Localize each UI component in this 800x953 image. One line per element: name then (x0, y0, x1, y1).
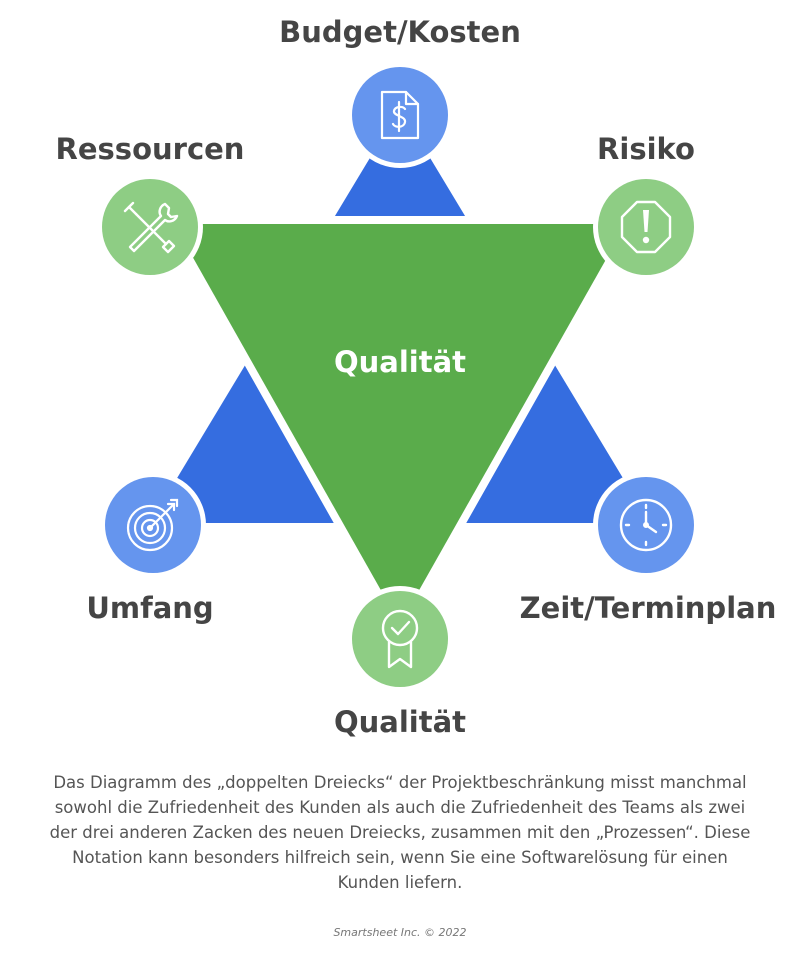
target-icon (126, 498, 179, 552)
node-budget (347, 62, 453, 168)
center-label: Qualität (334, 345, 466, 379)
warning-octagon-icon (620, 200, 672, 254)
node-qualitaet (347, 586, 453, 692)
green-triangle (174, 224, 626, 624)
label-ressourcen: Ressourcen (56, 132, 245, 166)
label-qualitaet: Qualität (334, 705, 466, 739)
label-zeit: Zeit/Terminplan (520, 591, 777, 625)
label-umfang: Umfang (86, 591, 213, 625)
dollar-document-icon (380, 90, 420, 140)
label-budget: Budget/Kosten (279, 15, 521, 49)
double-triangle-diagram: Qualität Budget/Kosten Ressourcen (56, 15, 777, 739)
node-umfang (100, 472, 206, 578)
clock-icon (619, 498, 673, 552)
node-zeit (593, 472, 699, 578)
caption: Das Diagramm des „doppelten Dreiecks“ de… (49, 773, 751, 892)
label-risiko: Risiko (597, 132, 695, 166)
tools-icon (123, 201, 179, 254)
node-ressourcen (97, 174, 203, 280)
award-badge-icon (381, 609, 419, 669)
node-risiko (593, 174, 699, 280)
credit: Smartsheet Inc. © 2022 (333, 926, 467, 939)
